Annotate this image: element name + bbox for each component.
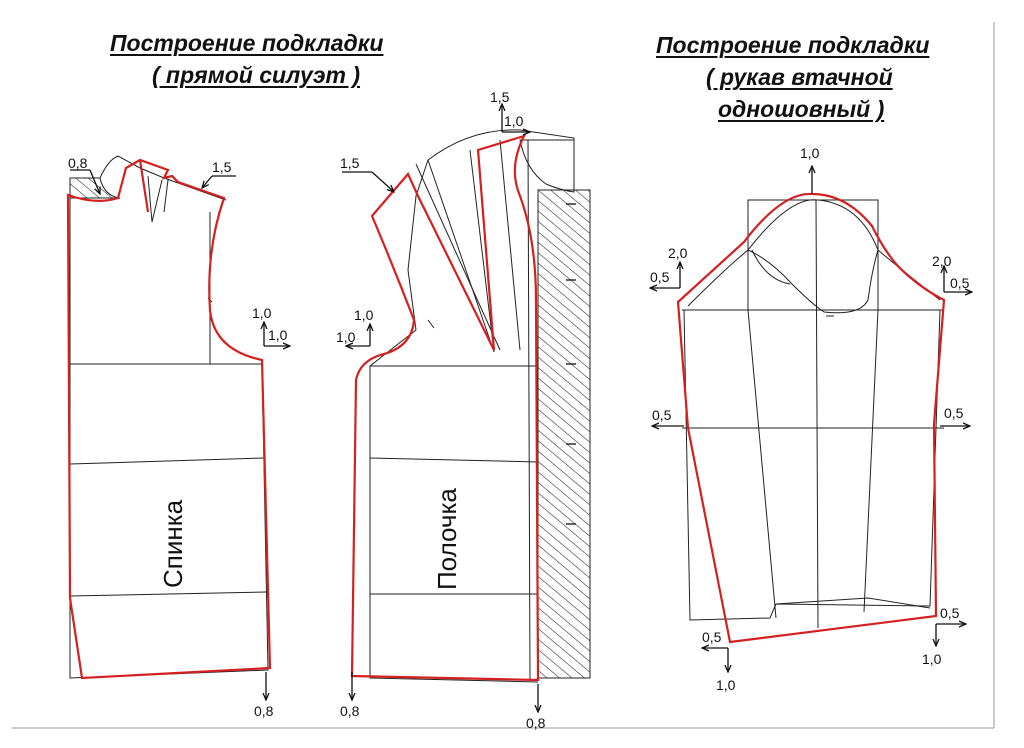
back-hem-label: 0,8 (254, 703, 274, 719)
front-neck-up-label: 1,5 (490, 89, 510, 105)
front-piece-label: Полочка (432, 488, 462, 590)
right-title-line1: Построение подкладки (656, 32, 930, 58)
sleeve-bottom-right-side-label: 0,5 (940, 605, 960, 621)
sleeve-bottom-right-down-label: 1,0 (922, 651, 942, 667)
dimension-arrows (70, 104, 972, 712)
sleeve-left-side-label: 0,5 (650, 269, 670, 285)
sleeve-right-side-label: 0,5 (950, 275, 970, 291)
left-title-line2: ( прямой силуэт ) (152, 62, 361, 88)
back-lining-outline (66, 158, 272, 680)
front-lining-outline (350, 134, 540, 682)
back-piece-label: Спинка (158, 499, 188, 588)
back-armhole-side-label: 1,0 (268, 327, 288, 343)
front-hem-left-label: 0,8 (340, 703, 360, 719)
front-piece (369, 129, 591, 683)
sleeve-right-up-label: 2,0 (932, 253, 952, 269)
back-shoulder-label: 1,5 (212, 159, 232, 175)
front-shoulder-label: 1,5 (340, 155, 360, 171)
front-armhole-side-label: 1,0 (336, 329, 356, 345)
sleeve-bottom-left-down-label: 1,0 (716, 677, 736, 693)
back-armhole-up-label: 1,0 (252, 305, 272, 321)
sleeve-bottom-left-side-label: 0,5 (702, 629, 722, 645)
sleeve-elbow-left-label: 0,5 (652, 407, 672, 423)
front-neck-side-label: 1,0 (504, 113, 524, 129)
front-hem-right-label: 0,8 (526, 715, 546, 731)
right-title-line2: ( рукав втачной (706, 64, 893, 90)
sleeve-piece (682, 199, 944, 629)
sleeve-elbow-right-label: 0,5 (944, 405, 964, 421)
sleeve-top-label: 1,0 (800, 145, 820, 161)
back-neck-label: 0,8 (68, 155, 88, 171)
back-piece (69, 155, 269, 679)
front-armhole-up-label: 1,0 (354, 307, 374, 323)
left-title-line1: Построение подкладки (110, 30, 384, 56)
sleeve-lining-outline (676, 192, 946, 644)
sleeve-left-up-label: 2,0 (668, 245, 688, 261)
right-title-line3: одношовный ) (718, 96, 885, 122)
